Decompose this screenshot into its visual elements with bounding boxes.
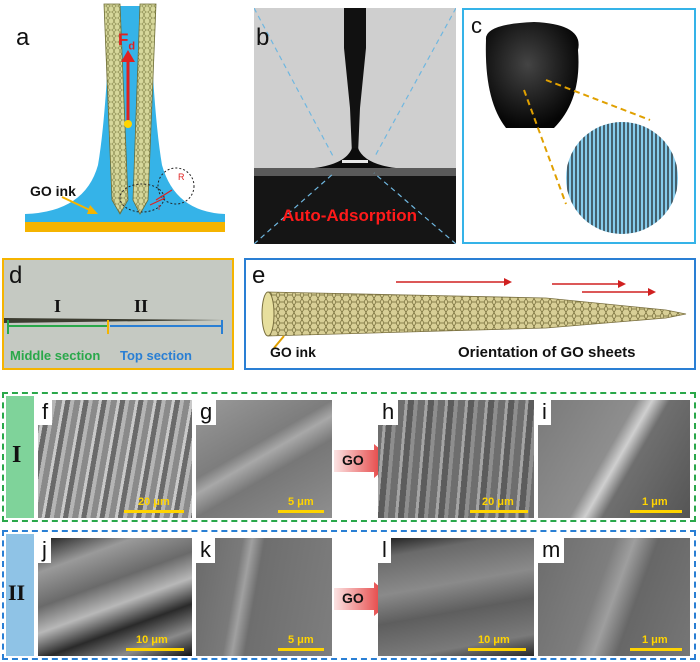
top-section-label: Top section: [120, 348, 192, 363]
panel-label-i: i: [538, 400, 551, 425]
panel-label-a: a: [16, 24, 30, 51]
panel-d: d I II Middle section Top section: [2, 258, 234, 370]
panel-a-schematic: [25, 3, 225, 232]
panel-b: b Auto-Adsorption: [254, 8, 456, 244]
panel-c-image: [485, 22, 678, 234]
fiber-left: [103, 3, 129, 215]
sem-panel-i: i 1 μm: [538, 400, 690, 518]
row-i-roman: I: [12, 442, 22, 468]
substrate: [25, 222, 225, 232]
scale-text-g: 5 μm: [288, 496, 314, 508]
panel-label-k: k: [196, 538, 215, 563]
needle: [344, 8, 366, 154]
section-label-ii: II: [134, 296, 149, 316]
row-i-tab: I: [6, 396, 34, 518]
sem-panel-h: h 20 μm: [378, 400, 534, 518]
panel-label-h: h: [378, 400, 399, 425]
panel-label-d: d: [9, 262, 23, 289]
go-ink-meniscus: [25, 6, 225, 222]
fiber-right: [132, 3, 157, 215]
panel-label-c: c: [467, 14, 486, 39]
scale-bar-g: [278, 510, 324, 513]
sem-panel-k: k 5 μm: [196, 538, 332, 656]
go-ink-label-e: GO ink: [270, 344, 316, 360]
sem-panel-f: f 20 μm: [38, 400, 192, 518]
panel-label-e: e: [252, 262, 266, 289]
scale-bar-h: [470, 510, 528, 513]
go-arrow-label-row-i: GO: [342, 452, 364, 468]
section-label-i: I: [54, 296, 62, 316]
panel-e: e GO ink Orientation of GO sheets: [244, 258, 696, 370]
orientation-label: Orientation of GO sheets: [458, 344, 636, 361]
panel-label-j: j: [38, 538, 51, 563]
scale-bar-f: [124, 510, 184, 513]
scale-bar-k: [278, 648, 324, 651]
radius-label: R: [178, 172, 185, 182]
scale-bar-l: [468, 648, 526, 651]
panel-label-b: b: [256, 24, 270, 51]
panel-a: a Fd GO ink R r: [0, 0, 240, 245]
small-r-label: r: [158, 202, 161, 212]
force-origin-dot: [124, 120, 132, 128]
middle-section-label: Middle section: [10, 348, 101, 363]
force-label: Fd: [118, 30, 136, 53]
row-ii-roman: II: [8, 580, 26, 605]
row-i-frame: I f 20 μm g 5 μm GO h 20 μm i 1 μm: [2, 392, 696, 522]
scale-text-m: 1 μm: [642, 634, 668, 646]
scale-text-k: 5 μm: [288, 634, 314, 646]
sem-panel-m: m 1 μm: [538, 538, 690, 656]
go-ink-label: GO ink: [30, 183, 76, 199]
scale-bar-i: [630, 510, 682, 513]
panel-label-g: g: [196, 400, 217, 425]
scale-text-l: 10 μm: [478, 634, 510, 646]
panel-b-image: [254, 8, 456, 244]
row-ii-tab: II: [6, 534, 34, 656]
sem-panel-g: g 5 μm: [196, 400, 332, 518]
auto-adsorption-caption: Auto-Adsorption: [282, 206, 418, 225]
liquid-bridge: [314, 148, 396, 168]
go-arrow-label-row-ii: GO: [342, 590, 364, 606]
panel-e-fiber: [261, 278, 687, 349]
panel-label-l: l: [378, 538, 391, 563]
droplet: [485, 22, 579, 128]
sem-panel-j: j 10 μm: [38, 538, 192, 656]
scale-text-h: 20 μm: [482, 496, 514, 508]
row-ii-frame: II j 10 μm k 5 μm GO l 10 μm m 1 μm: [2, 530, 696, 660]
scale-text-f: 20 μm: [138, 496, 170, 508]
scale-bar-j: [126, 648, 184, 651]
sem-panel-l: l 10 μm: [378, 538, 534, 656]
scale-text-i: 1 μm: [642, 496, 668, 508]
panel-label-m: m: [538, 538, 565, 563]
panel-c: c: [462, 8, 696, 244]
scale-bar-m: [630, 648, 682, 651]
panel-label-f: f: [38, 400, 53, 425]
panel-d-fiber: [4, 318, 224, 334]
scale-text-j: 10 μm: [136, 634, 168, 646]
